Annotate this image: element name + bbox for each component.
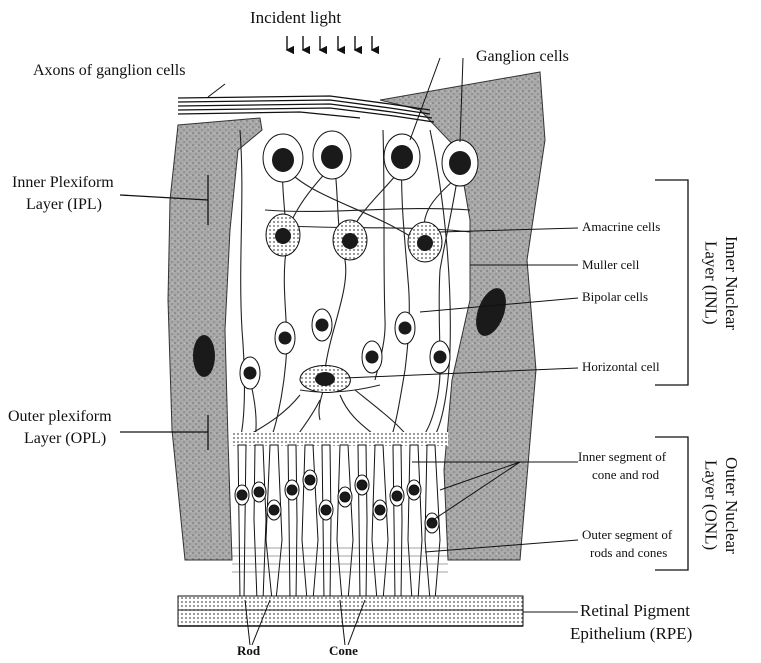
ganglion-nucleus (272, 148, 294, 172)
outer-segment-label-line2: rods and cones (590, 546, 667, 561)
onl-label: Outer Nuclear Layer (ONL) (700, 440, 741, 570)
rpe-label-line2: Epithelium (RPE) (570, 624, 692, 644)
incident-light-title: Incident light (250, 8, 341, 28)
axons-label: Axons of ganglion cells (33, 62, 185, 80)
amacrine-cells (266, 214, 442, 262)
inl-label-line1: Inner Nuclear (722, 236, 741, 330)
inl-label-line2: Layer (INL) (701, 241, 720, 325)
inl-label: Inner Nuclear Layer (INL) (700, 190, 741, 375)
inner-segment-label-line2: cone and rod (592, 468, 659, 483)
rpe-layer (178, 596, 523, 626)
rod-label: Rod (237, 644, 260, 659)
horizontal-label: Horizontal cell (582, 360, 660, 375)
ganglion-label: Ganglion cells (476, 48, 569, 66)
onl-label-line1: Outer Nuclear (722, 457, 741, 554)
bipolar-label: Bipolar cells (582, 290, 648, 305)
opl-label-line1: Outer plexiform (8, 408, 112, 426)
photoreceptors (235, 445, 440, 600)
right-brackets (655, 180, 688, 570)
outer-segment-label-line1: Outer segment of (582, 528, 672, 543)
rpe-label-line1: Retinal Pigment (580, 601, 690, 621)
incident-light-arrows (287, 36, 372, 50)
opl-label-line2: Layer (OPL) (24, 430, 106, 448)
ipl-label-line2: Layer (IPL) (26, 196, 102, 214)
ganglion-nucleus (449, 151, 471, 175)
ganglion-nucleus (391, 145, 413, 169)
ipl-label-line1: Inner Plexiform (12, 174, 114, 192)
cone-label: Cone (329, 644, 358, 659)
horizontal-cell (300, 365, 350, 392)
amacrine-label: Amacrine cells (582, 220, 660, 235)
opl-band (232, 432, 448, 446)
inner-segment-label-line1: Inner segment of (578, 450, 666, 465)
muller-nucleus-left (193, 335, 215, 377)
ganglion-nucleus (321, 145, 343, 169)
muller-label: Muller cell (582, 258, 639, 273)
onl-label-line2: Layer (ONL) (701, 460, 720, 550)
